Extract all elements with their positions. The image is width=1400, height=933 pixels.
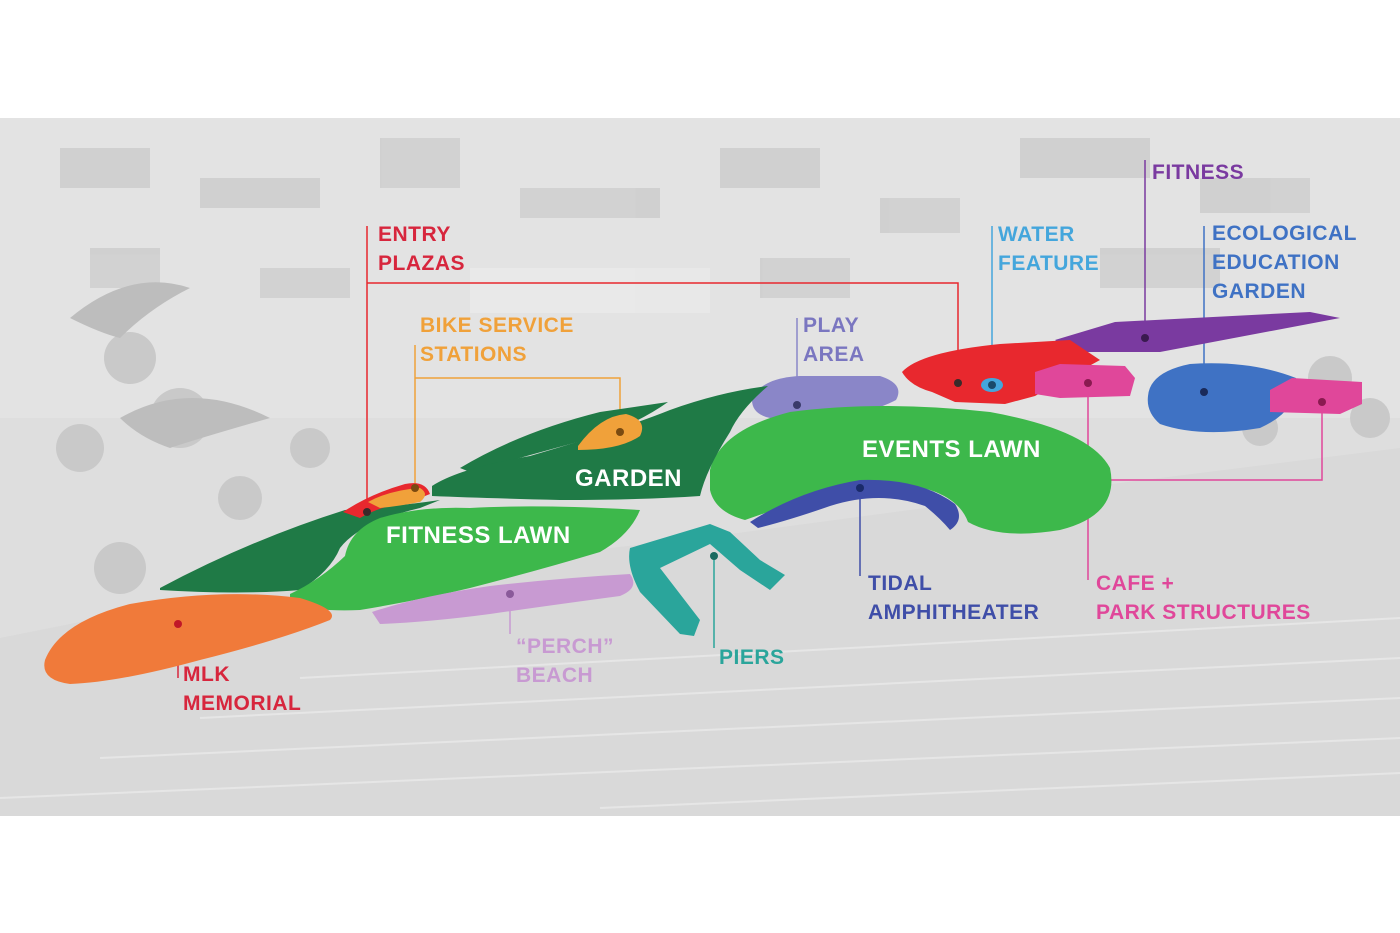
dot-mlk bbox=[174, 620, 182, 628]
zone-ecological-garden bbox=[1147, 363, 1297, 433]
label-piers: PIERS bbox=[719, 646, 785, 669]
dot-cafe-1 bbox=[1084, 379, 1092, 387]
dot-entry-plazas bbox=[954, 379, 962, 387]
label-ecological-education-garden: ECOLOGICAL EDUCATION GARDEN bbox=[1212, 222, 1357, 303]
dot-bike-station-1 bbox=[616, 428, 624, 436]
zone-tidal-amphitheater bbox=[750, 479, 959, 530]
label-cafe-park-structures: CAFE + PARK STRUCTURES bbox=[1096, 572, 1311, 624]
label-tidal-amphitheater: TIDAL AMPHITHEATER bbox=[868, 572, 1040, 624]
zone-bike-station-1 bbox=[578, 414, 643, 450]
dot-tidal bbox=[856, 484, 864, 492]
dot-play-area bbox=[793, 401, 801, 409]
dot-piers bbox=[710, 552, 718, 560]
zone-events-lawn bbox=[710, 406, 1112, 534]
label-entry-plazas: ENTRY PLAZAS bbox=[378, 223, 465, 275]
zone-entry-plaza-east bbox=[902, 340, 1100, 404]
dot-bike-station-2 bbox=[411, 484, 419, 492]
dot-perch bbox=[506, 590, 514, 598]
zone-bike-station-2 bbox=[368, 488, 425, 508]
dot-entry-plazas-west bbox=[363, 508, 371, 516]
label-bike-service-stations: BIKE SERVICE STATIONS bbox=[420, 314, 574, 366]
zone-fitness-strip bbox=[1055, 312, 1340, 352]
dot-cafe-2 bbox=[1318, 398, 1326, 406]
label-perch-beach: “PERCH” BEACH bbox=[516, 635, 615, 687]
dot-fitness bbox=[1141, 334, 1149, 342]
zone-perch-beach bbox=[372, 574, 634, 624]
label-mlk-memorial: MLK MEMORIAL bbox=[183, 663, 302, 715]
dot-water-feature bbox=[988, 381, 996, 389]
label-fitness: FITNESS bbox=[1152, 161, 1245, 184]
zone-mlk-memorial bbox=[44, 594, 333, 684]
zone-label-fitness-lawn: FITNESS LAWN bbox=[386, 522, 571, 549]
zone-cafe-building-2 bbox=[1270, 378, 1362, 414]
zone-fitness-lawn bbox=[290, 506, 640, 611]
zone-piers bbox=[629, 524, 785, 636]
label-play-area: PLAY AREA bbox=[803, 314, 865, 366]
dot-ecological bbox=[1200, 388, 1208, 396]
leader-entry-plazas bbox=[366, 226, 959, 512]
label-water-feature: WATER FEATURE bbox=[998, 223, 1100, 275]
zone-label-events-lawn: EVENTS LAWN bbox=[862, 436, 1041, 463]
zone-label-garden: GARDEN bbox=[575, 465, 683, 492]
